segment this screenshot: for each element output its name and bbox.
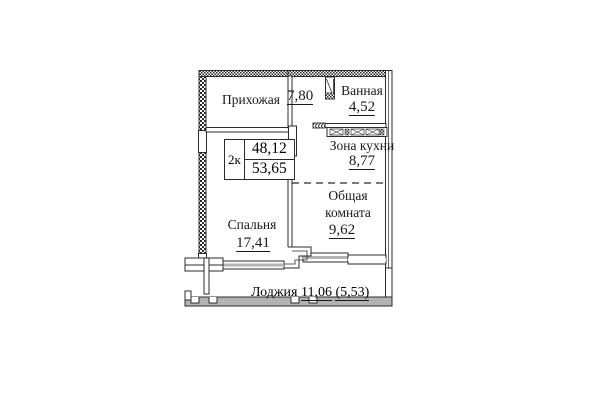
left-wall-middle bbox=[198, 152, 207, 254]
apartment-area-total: 48,12 bbox=[244, 140, 294, 160]
loggia-label: Лоджия bbox=[251, 285, 298, 300]
bedroom-window bbox=[221, 260, 285, 270]
room-label-hall: Прихожая bbox=[222, 92, 280, 107]
loggia-area: 11,06 bbox=[300, 285, 332, 301]
apartment-type-label: 2к bbox=[225, 140, 245, 179]
right-wall bbox=[385, 70, 393, 276]
loggia-left-jamb bbox=[184, 257, 224, 295]
kitchen-counter bbox=[326, 127, 388, 137]
loggia-structure bbox=[184, 267, 393, 307]
room-area-living: 9,62 bbox=[328, 222, 356, 240]
room-area-bedroom: 17,41 bbox=[236, 235, 270, 253]
left-wall-opening-upper bbox=[198, 130, 207, 153]
apartment-summary-box: 2к 48,12 53,65 bbox=[224, 139, 295, 180]
room-label-living-line1: Общая bbox=[328, 188, 368, 203]
loggia-caption: Лоджия 11,06 (5,53) bbox=[251, 285, 370, 301]
left-wall-upper bbox=[198, 70, 207, 131]
apartment-area-values: 48,12 53,65 bbox=[244, 140, 294, 179]
room-label-kitchen: Зона кухни bbox=[329, 138, 395, 153]
top-wall-right bbox=[287, 70, 389, 77]
bath-duct-symbol bbox=[325, 76, 335, 100]
top-wall-left bbox=[198, 70, 295, 77]
interior-walls bbox=[184, 75, 388, 295]
room-area-hall: 7,80 bbox=[287, 88, 314, 106]
room-label-living-line2: комната bbox=[325, 205, 371, 220]
room-label-bedroom: Спальня bbox=[227, 217, 277, 232]
wall-hall-bedroom bbox=[205, 127, 293, 133]
room-area-bath: 4,52 bbox=[348, 99, 376, 117]
room-area-kitchen: 8,77 bbox=[348, 153, 376, 171]
apartment-area-with-loggia: 53,65 bbox=[251, 160, 287, 177]
living-room-window bbox=[302, 252, 387, 265]
room-label-bath: Ванная bbox=[341, 83, 383, 98]
loggia-area-reduced: (5,53) bbox=[335, 285, 370, 301]
